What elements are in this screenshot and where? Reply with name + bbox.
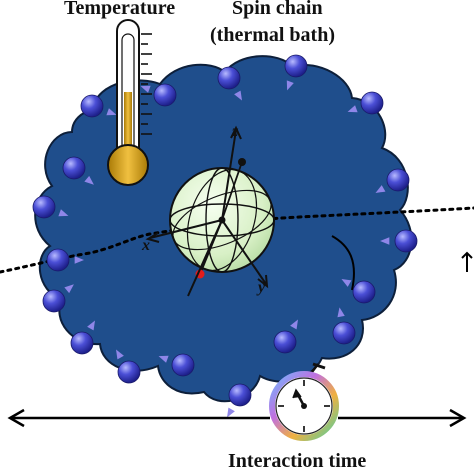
spin-ball [42, 289, 66, 313]
spin-ball [352, 280, 376, 304]
spin-arrow-icon [341, 279, 352, 287]
spin-ball [332, 321, 356, 345]
spin-arrow-icon [375, 185, 386, 193]
spin-arrow-icon [74, 256, 84, 264]
north-pole-dot [238, 158, 246, 166]
spin-ball [284, 54, 308, 78]
axis-label-z: z [231, 123, 239, 140]
spin-ball [273, 330, 297, 354]
spin-ball [171, 353, 195, 377]
spin-arrow-icon [380, 237, 390, 245]
spin-ball [228, 383, 252, 407]
spin-ball [217, 66, 241, 90]
spin-arrow-icon [87, 320, 95, 331]
spin-chain [32, 54, 418, 418]
coordinate-axes [145, 125, 269, 297]
relaxation-curve [331, 235, 355, 291]
spin-arrow-icon [106, 108, 117, 116]
spin-ball [360, 91, 384, 115]
spin-arrow-icon [286, 80, 294, 91]
interaction-time-label: Interaction time [228, 450, 367, 472]
stopwatch-icon [269, 362, 339, 441]
axis-label-x: x [141, 237, 150, 254]
spin-ball [386, 168, 410, 192]
spin-ball [70, 331, 94, 355]
spin-arrow-icon [58, 209, 69, 217]
spin-ball [153, 83, 177, 107]
spin-ball [32, 195, 56, 219]
spin-arrow-icon [84, 175, 94, 185]
spin-ball [46, 248, 70, 272]
spin-chain-label: Spin chain [232, 0, 323, 19]
spin-arrow-icon [140, 85, 151, 93]
thermometer-icon [107, 19, 152, 186]
edge-arrow-fragment [461, 251, 473, 272]
spin-ball [394, 229, 418, 253]
interaction-time-arrow [7, 408, 467, 428]
spin-arrow-icon [116, 349, 124, 360]
spin-arrow-icon [337, 307, 345, 318]
spin-ball [117, 360, 141, 384]
spin-arrow-icon [158, 355, 169, 363]
spin-arrow-icon [347, 105, 358, 113]
spin-arrow-icon [64, 284, 74, 294]
spin-ball [62, 156, 86, 180]
spin-arrow-icon [227, 407, 235, 418]
axis-label-y: y [256, 279, 266, 296]
spin-arrow-icon [290, 319, 298, 330]
temperature-label: Temperature [64, 0, 176, 19]
thermal-bath-label: (thermal bath) [210, 24, 335, 46]
spin-arrow-icon [234, 90, 242, 101]
spin-ball [80, 94, 104, 118]
